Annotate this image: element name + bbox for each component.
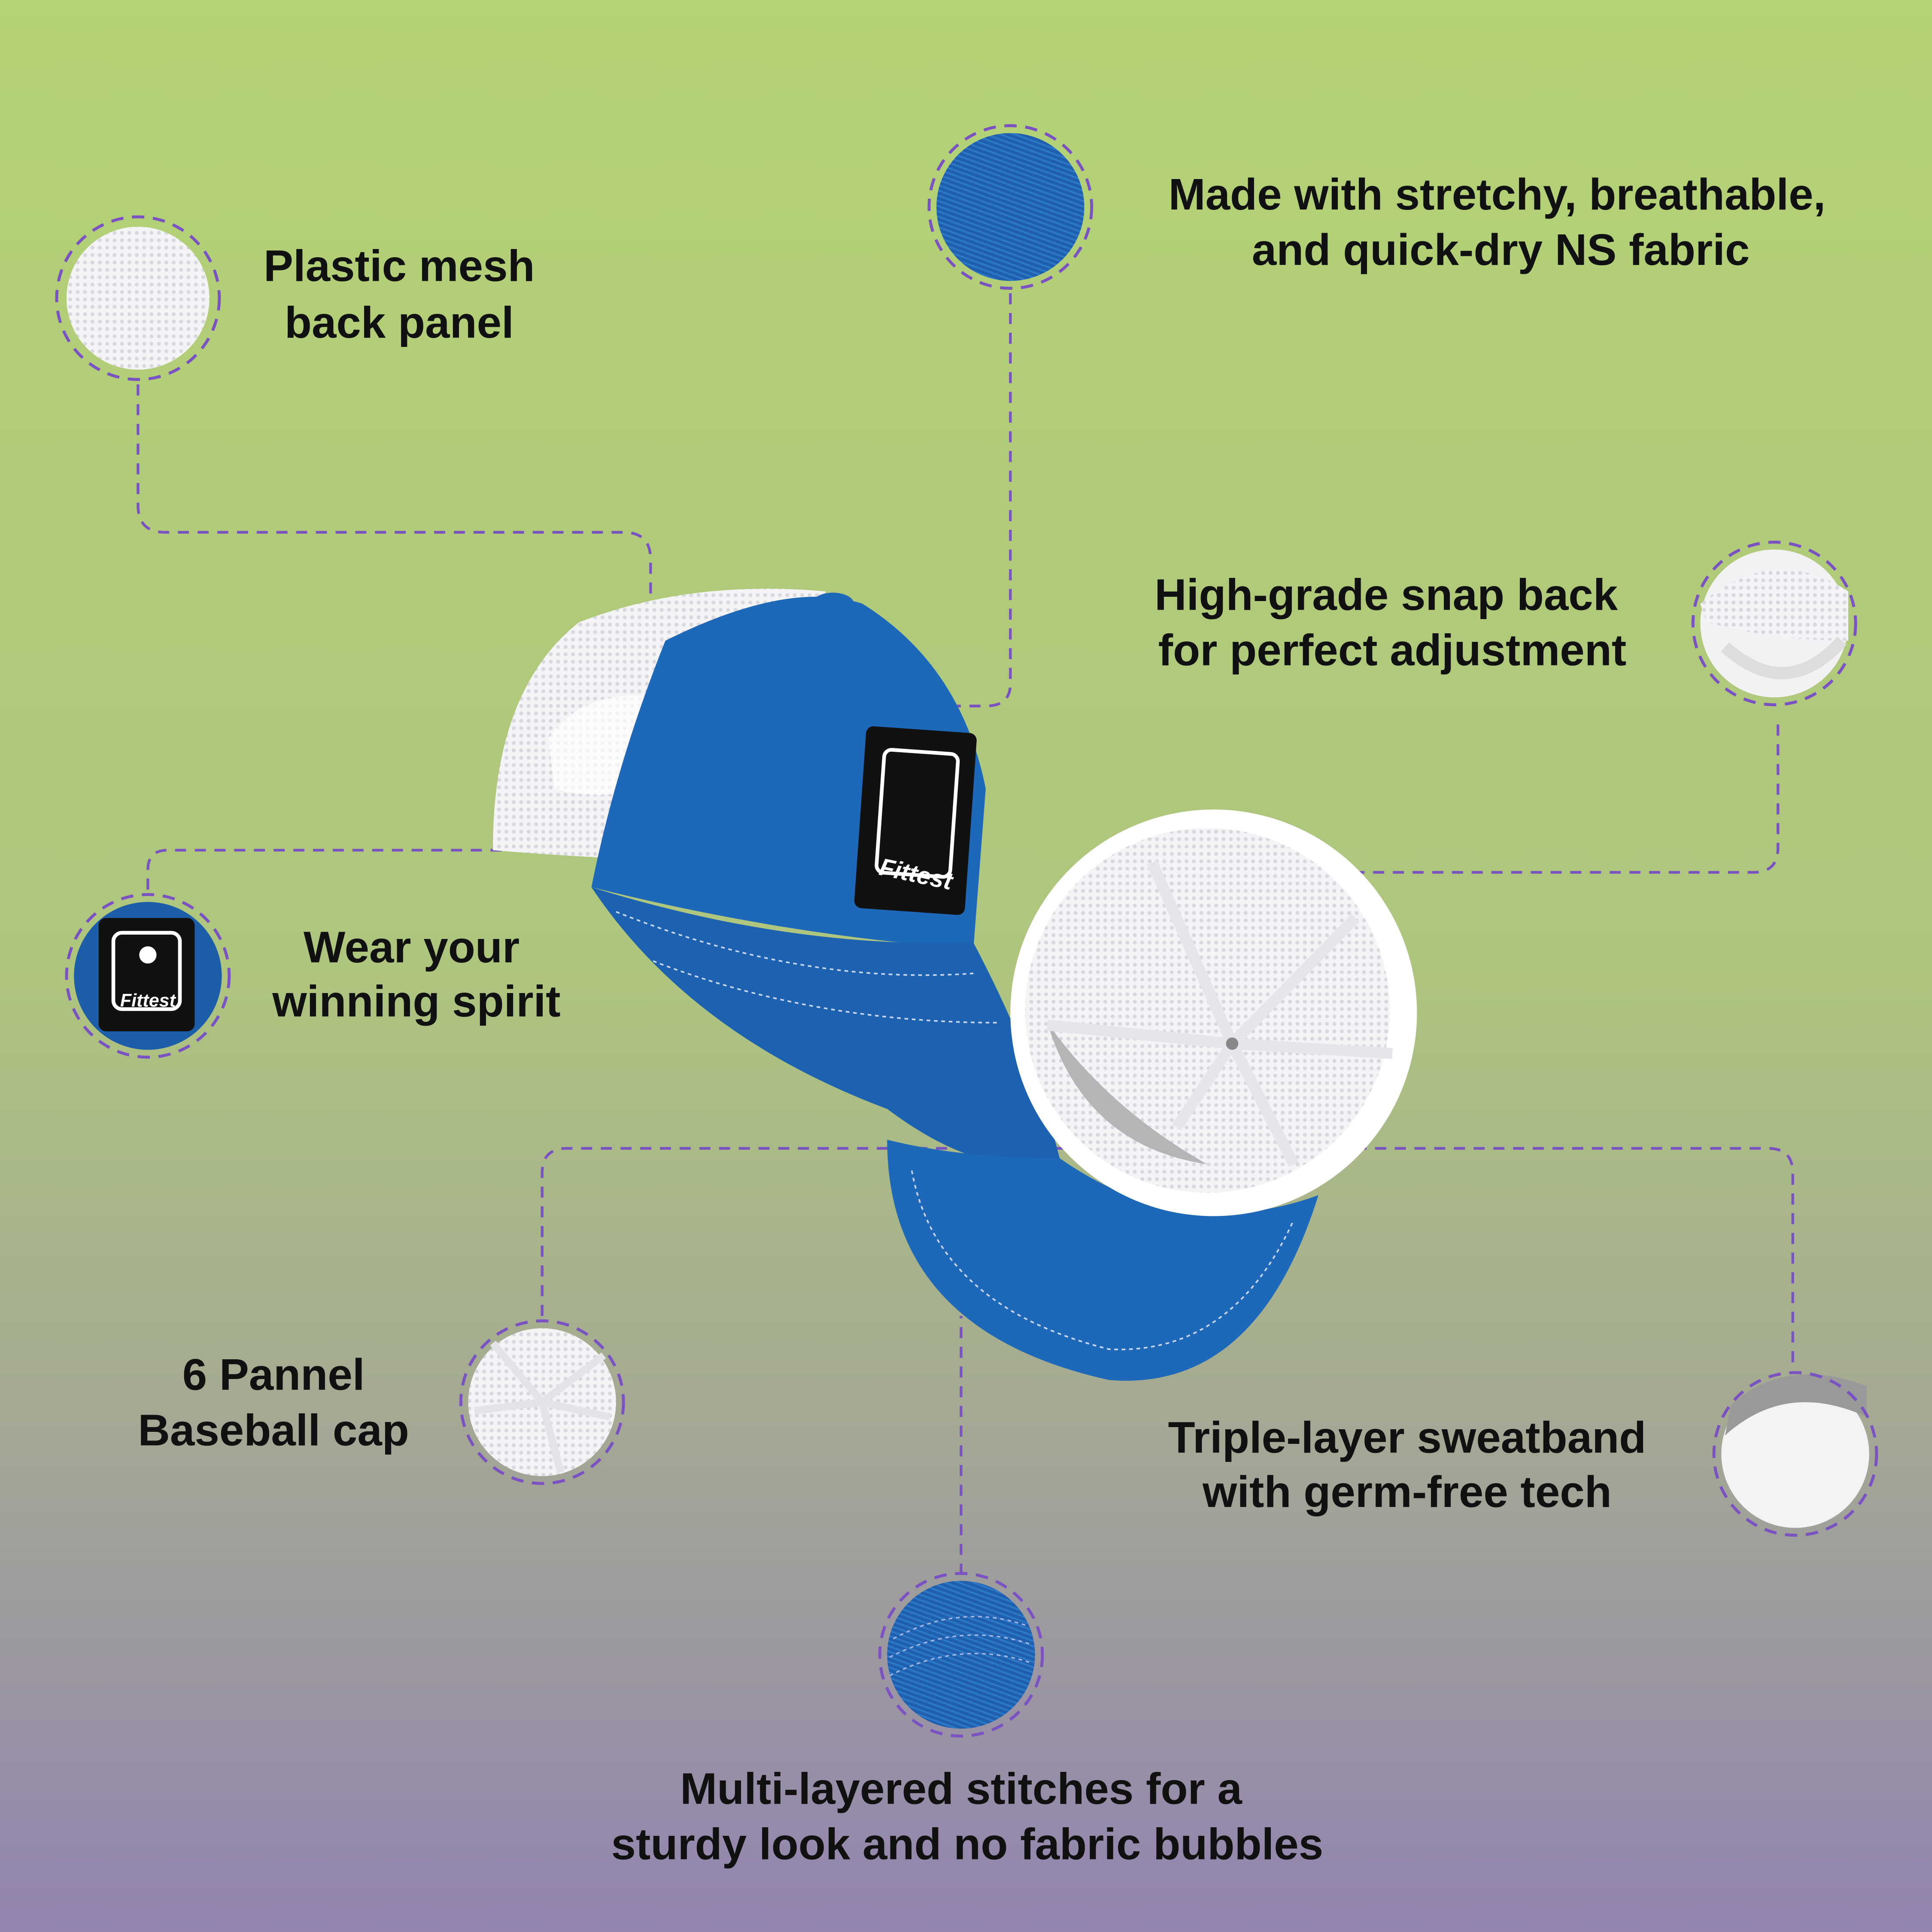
connector-sweatband [1355,1147,1794,1370]
connector-panels [541,1147,1232,1316]
feature-fabric-thumb [927,124,1094,290]
feature-patch-line-2: winning spirit [272,976,560,1026]
feature-fabric-line-1: Made with stretchy, breathable, [1169,169,1826,219]
feature-mesh-line-2: back panel [285,297,514,347]
feature-mesh-line-1: Plastic mesh [264,240,535,290]
feature-panels-line-1: 6 Pannel [182,1349,365,1399]
feature-mesh-thumb [55,215,221,381]
feature-patch-line-1: Wear your [304,922,519,972]
feature-snapback-thumb [1691,541,1857,707]
feature-panels-line-2: Baseball cap [138,1405,409,1455]
feature-stitches-line-2: sturdy look and no fabric bubbles [611,1819,1324,1869]
connector-mesh [137,384,652,727]
patch-thumb-logo-text: Fittest [120,990,176,1011]
feature-snapback-line-2: for perfect adjustment [1158,625,1627,675]
feature-stitches-thumb [878,1572,1044,1738]
cap-side-view: Fittest [492,589,1060,1165]
feature-panels-thumb [459,1319,625,1485]
feature-sweatband-thumb [1712,1371,1878,1537]
feature-fabric-line-2: and quick-dry NS fabric [1252,225,1750,274]
connector-snapback [1343,724,1780,874]
connector-patch [146,849,863,890]
feature-sweatband-line-1: Triple-layer sweatband [1168,1413,1646,1462]
feature-snapback-line-1: High-grade snap back [1154,570,1618,620]
feature-stitches-line-1: Multi-layered stitches for a [680,1764,1242,1814]
fittest-patch [854,726,977,915]
feature-patch-thumb: Fittest [65,893,231,1059]
cap-inside-view [887,809,1417,1381]
feature-sweatband-line-2: with germ-free tech [1202,1467,1612,1516]
